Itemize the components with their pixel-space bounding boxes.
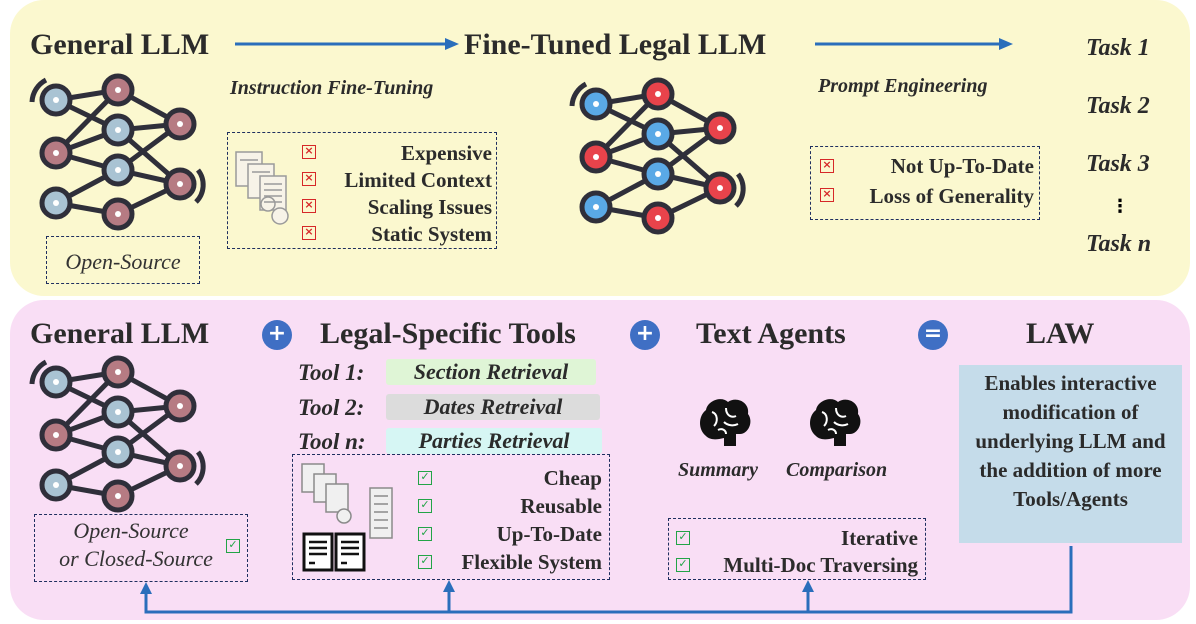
pro-reusable: Reusable bbox=[520, 494, 602, 518]
task-ellipsis: ⋮ bbox=[1111, 196, 1129, 217]
instruction-finetuning-label: Instruction Fine-Tuning bbox=[230, 77, 434, 99]
tools-pros-box bbox=[292, 454, 610, 580]
agents-pros-box bbox=[668, 518, 926, 580]
general-llm-title: General LLM bbox=[30, 28, 210, 61]
check-mark-icon: ✓ bbox=[418, 527, 432, 541]
con-limited-context: Limited Context bbox=[344, 168, 492, 192]
bottom-llm-network-icon bbox=[29, 355, 206, 513]
x-mark-icon: × bbox=[302, 199, 316, 213]
x-mark-icon: × bbox=[302, 172, 316, 186]
tool-1-label: Tool 1: bbox=[298, 360, 365, 385]
legal-tools-title: Legal-Specific Tools bbox=[320, 317, 576, 350]
con-expensive: Expensive bbox=[400, 141, 492, 165]
source-line-2: or Closed-Source bbox=[59, 546, 213, 571]
check-mark-icon: ✓ bbox=[418, 555, 432, 569]
tool-2-name: Dates Retreival bbox=[386, 394, 600, 420]
tool-n-label: Tool n: bbox=[298, 429, 366, 454]
x-mark-icon: × bbox=[820, 159, 834, 173]
documents-icon bbox=[235, 151, 289, 225]
open-source-box bbox=[46, 236, 200, 284]
general-llm-network-icon bbox=[29, 73, 206, 231]
pro-iterative: Iterative bbox=[841, 526, 918, 550]
check-mark-icon: ✓ bbox=[676, 558, 690, 572]
arrow-to-finetuned bbox=[235, 38, 459, 50]
brain-icon bbox=[810, 399, 861, 446]
text-agents-title: Text Agents bbox=[696, 317, 846, 350]
con-static-system: Static System bbox=[371, 222, 492, 246]
open-source-label: Open-Source bbox=[65, 249, 181, 274]
plus-icon: + bbox=[262, 320, 292, 350]
equals-icon: = bbox=[918, 320, 948, 350]
prompting-cons-box bbox=[810, 146, 1040, 220]
x-mark-icon: × bbox=[302, 226, 316, 240]
tool-2-label: Tool 2: bbox=[298, 395, 365, 420]
con-loss-of-generality: Loss of Generality bbox=[869, 184, 1034, 208]
task-n: Task n bbox=[1086, 231, 1152, 257]
task-2: Task 2 bbox=[1086, 93, 1150, 119]
check-mark-icon: ✓ bbox=[418, 471, 432, 485]
pro-multi-doc: Multi-Doc Traversing bbox=[723, 553, 918, 577]
finetuned-llm-title: Fine-Tuned Legal LLM bbox=[464, 28, 767, 61]
documents-stack-icon bbox=[301, 463, 393, 572]
pro-up-to-date: Up-To-Date bbox=[496, 522, 602, 546]
source-line-1: Open-Source bbox=[73, 518, 189, 543]
agent-comparison-label: Comparison bbox=[786, 459, 888, 481]
x-mark-icon: × bbox=[820, 188, 834, 202]
tool-1-name: Section Retrieval bbox=[386, 359, 596, 385]
pro-cheap: Cheap bbox=[543, 466, 602, 490]
prompt-engineering-label: Prompt Engineering bbox=[818, 75, 988, 97]
arrow-to-tasks bbox=[815, 38, 1013, 50]
finetuning-cons-box bbox=[227, 132, 497, 249]
tool-n-name: Parties Retrieval bbox=[386, 428, 602, 454]
agent-summary-label: Summary bbox=[678, 459, 759, 481]
x-mark-icon: × bbox=[302, 145, 316, 159]
check-mark-icon: ✓ bbox=[226, 539, 240, 553]
finetuned-llm-network-icon bbox=[569, 77, 746, 235]
bottom-general-llm-title: General LLM bbox=[30, 317, 210, 350]
task-1: Task 1 bbox=[1086, 35, 1150, 61]
check-mark-icon: ✓ bbox=[418, 499, 432, 513]
law-title: LAW bbox=[1026, 317, 1095, 350]
pro-flexible-system: Flexible System bbox=[461, 550, 602, 574]
law-description: Enables interactive modification of unde… bbox=[959, 365, 1182, 543]
con-scaling-issues: Scaling Issues bbox=[367, 195, 492, 219]
source-box bbox=[34, 514, 248, 582]
brain-icon bbox=[700, 399, 751, 446]
plus-icon: + bbox=[630, 320, 660, 350]
check-mark-icon: ✓ bbox=[676, 531, 690, 545]
task-3: Task 3 bbox=[1086, 151, 1150, 177]
con-not-up-to-date: Not Up-To-Date bbox=[890, 154, 1034, 178]
